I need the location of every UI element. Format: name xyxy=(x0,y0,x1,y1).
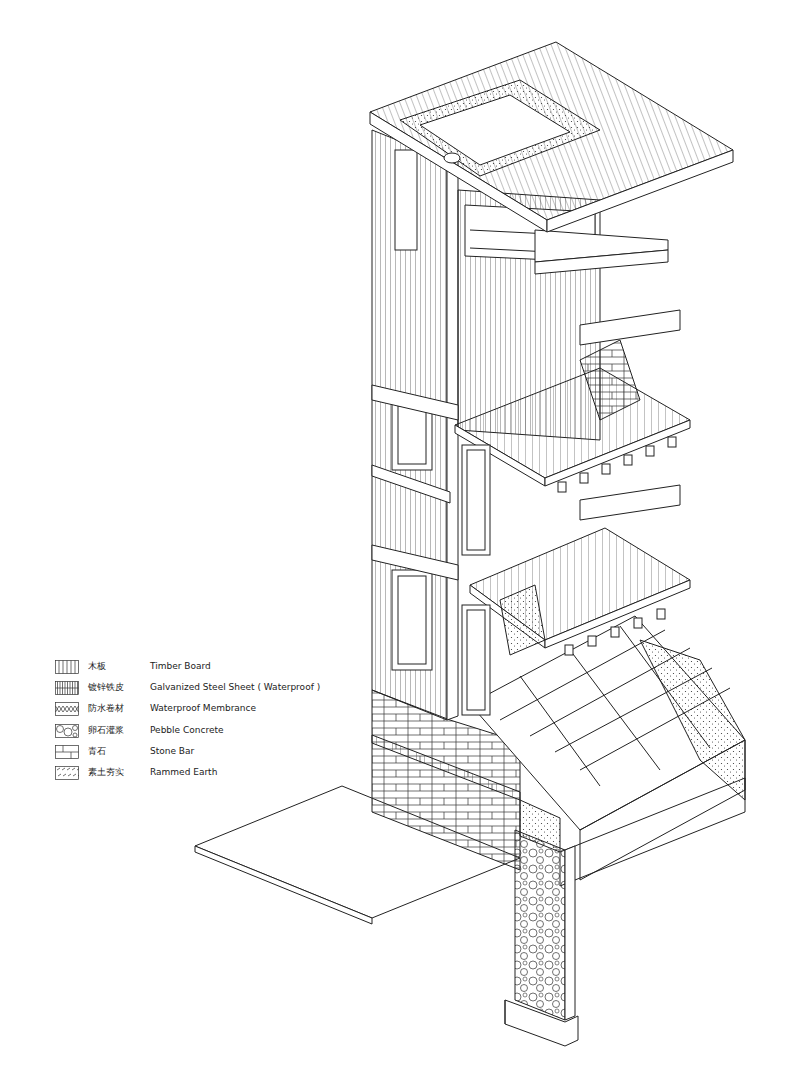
legend-swatch xyxy=(55,745,79,759)
legend-chinese-label: 防水卷材 xyxy=(88,703,124,714)
legend-swatch xyxy=(55,660,79,674)
legend-text: Rammed Earth xyxy=(150,767,217,778)
legend-text: Waterproof Membrance xyxy=(150,703,256,714)
legend-chinese-label: 青石 xyxy=(88,746,106,757)
legend-chinese-label: 卵石灌浆 xyxy=(88,725,124,736)
legend-swatch xyxy=(55,766,79,780)
legend-text: Stone Bar xyxy=(150,746,194,757)
legend-swatch xyxy=(55,724,79,738)
legend-text: Timber Board xyxy=(150,661,211,672)
legend-text: Pebble Concrete xyxy=(150,725,224,736)
legend-chinese-label: 素土夯实 xyxy=(88,767,124,778)
legend-chinese-label: 镀锌铁皮 xyxy=(88,682,124,693)
legend-text: Galvanized Steel Sheet ( Waterproof ) xyxy=(150,682,320,693)
legend-chinese-label: 木板 xyxy=(88,661,106,672)
legend-swatch xyxy=(55,681,79,695)
legend-swatch xyxy=(55,702,79,716)
